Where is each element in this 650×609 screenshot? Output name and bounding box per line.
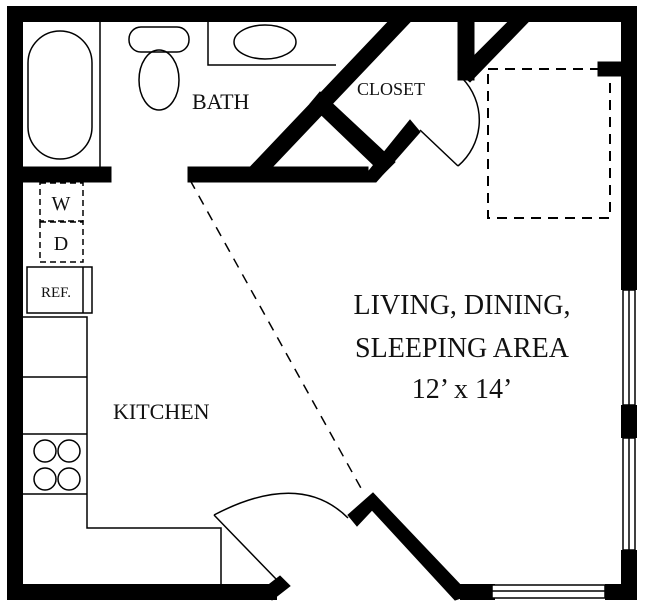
room-label-kitchen: KITCHEN [113, 399, 210, 424]
dryer [39, 221, 84, 263]
room-label-closet: CLOSET [357, 79, 425, 99]
entry-door [213, 492, 349, 581]
exterior-walls [7, 6, 637, 600]
label-washer: W [52, 193, 71, 215]
windows [491, 289, 636, 599]
burner [57, 439, 81, 463]
room-dimensions: 12’ x 14’ [412, 374, 513, 405]
refrigerator [26, 266, 93, 314]
washer [39, 182, 84, 222]
laundry [39, 182, 84, 263]
sink [233, 24, 297, 60]
bath-fixtures [27, 20, 336, 167]
vanity [207, 20, 336, 66]
room-label-bath: BATH [192, 89, 250, 114]
toilet-tank [128, 26, 190, 53]
label-refrigerator: REF. [41, 285, 71, 301]
room-label-living-2: SLEEPING AREA [355, 333, 570, 364]
bathtub [27, 30, 93, 160]
closet-door [419, 77, 480, 167]
burner [57, 467, 81, 491]
burner [33, 467, 57, 491]
burner [33, 439, 57, 463]
counter [22, 316, 222, 584]
label-dryer: D [54, 233, 68, 255]
bed-outline [487, 68, 611, 219]
interior-walls [19, 19, 624, 601]
kitchen-fixtures [22, 266, 222, 584]
room-label-living-1: LIVING, DINING, [354, 290, 571, 321]
toilet-bowl [138, 49, 180, 111]
area-divider [189, 179, 363, 491]
